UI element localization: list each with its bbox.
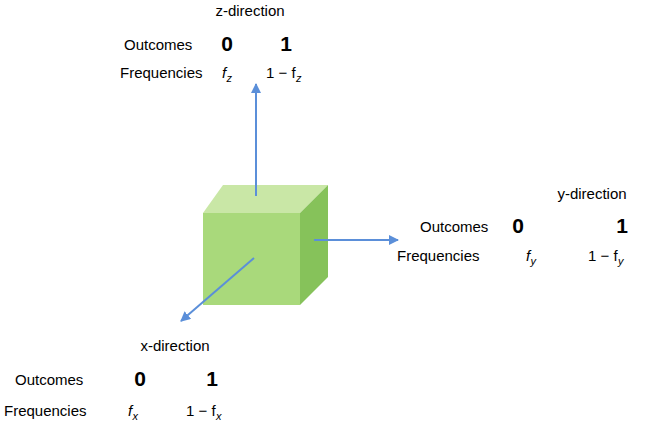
frequency-subscript: y	[618, 255, 624, 268]
frequency-symbol: 1 − f	[186, 402, 216, 420]
axis-title: z-direction	[215, 2, 284, 20]
frequency-symbol: 1 − f	[588, 247, 618, 265]
frequency-subscript: x	[216, 410, 222, 423]
frequency-symbol: 1 − f	[266, 64, 296, 82]
y-arrow	[314, 239, 398, 241]
outcome-value: 0	[512, 213, 524, 238]
outcome-value: 0	[134, 366, 146, 391]
row-heading: Outcomes	[420, 218, 488, 236]
row-heading: Outcomes	[15, 371, 83, 389]
outcome-value: 1	[616, 213, 628, 238]
frequency-symbol: f	[128, 402, 132, 420]
frequency-subscript: x	[133, 410, 139, 423]
row-heading: Frequencies	[397, 247, 480, 265]
frequency-symbol: f	[526, 247, 530, 265]
frequency-subscript: y	[531, 255, 537, 268]
x-arrow	[181, 258, 254, 321]
frequency-subscript: z	[296, 72, 302, 85]
z-arrow	[255, 84, 257, 196]
frequency-symbol: f	[222, 64, 226, 82]
row-heading: Frequencies	[4, 402, 87, 420]
frequency-subscript: z	[227, 72, 233, 85]
outcome-value: 1	[280, 31, 292, 56]
cube-side-face	[300, 185, 328, 305]
row-heading: Frequencies	[120, 64, 203, 82]
axis-title: y-direction	[557, 185, 626, 203]
outcome-value: 0	[221, 31, 233, 56]
row-heading: Outcomes	[124, 36, 192, 54]
axis-title: x-direction	[140, 337, 209, 355]
outcome-value: 1	[206, 366, 218, 391]
